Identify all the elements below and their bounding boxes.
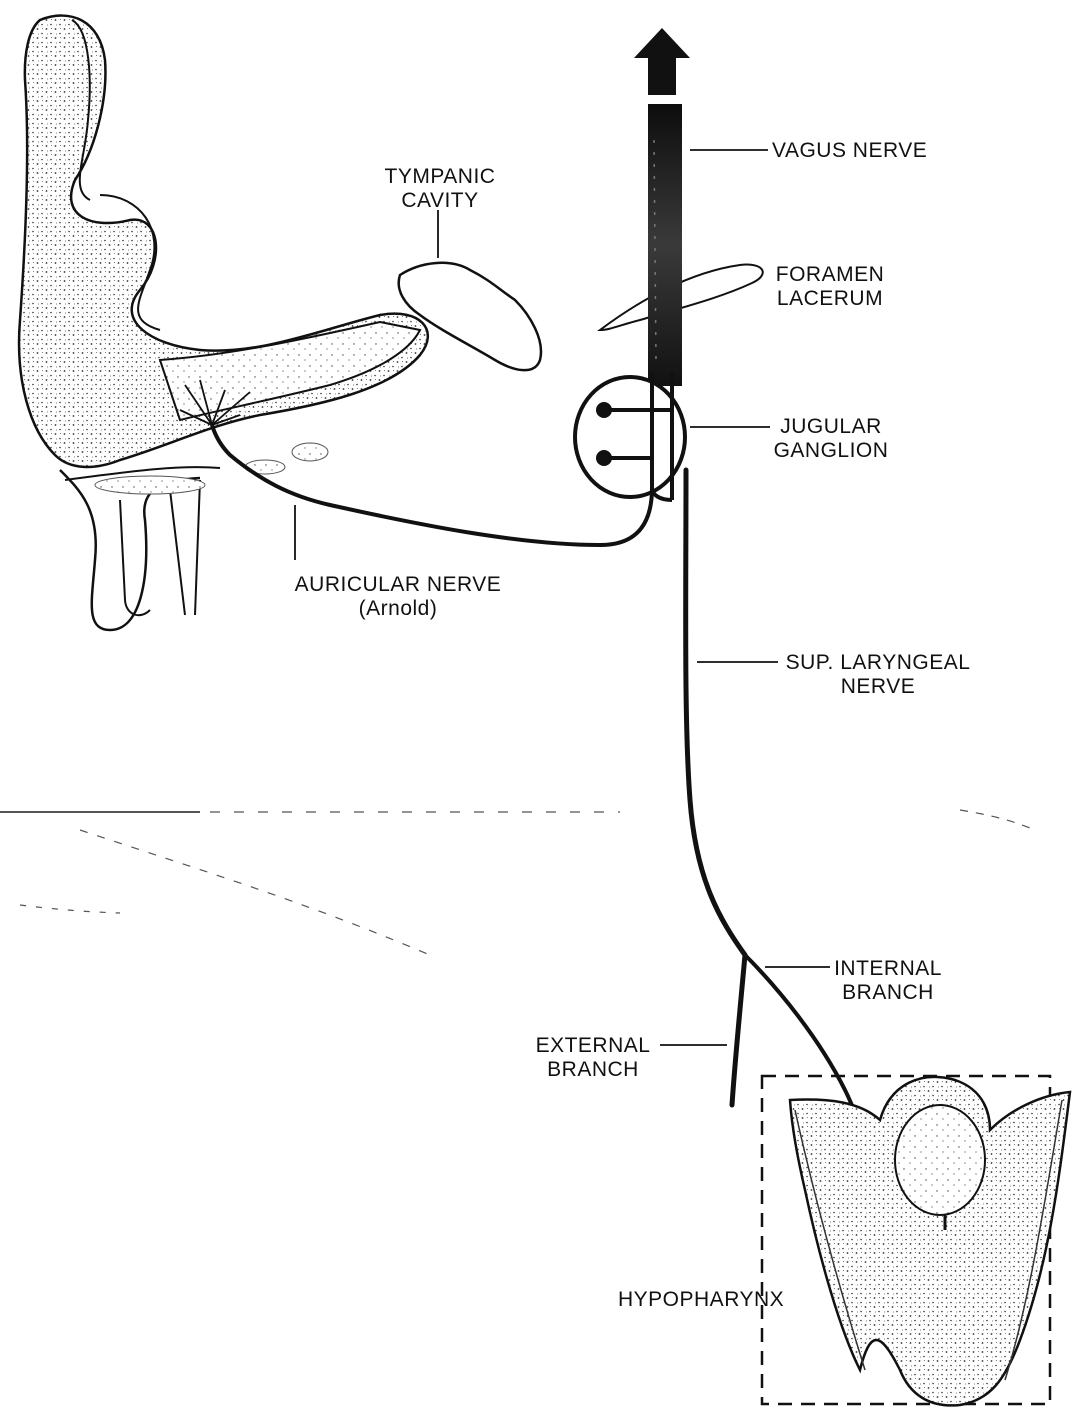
jugular-ganglion [575,372,685,500]
scan-artifacts [0,810,1030,955]
vagus-nerve-text: VAGUS NERVE [772,139,927,163]
jugular-ganglion-line-2: GANGLION [770,439,892,463]
label-auricular-nerve: AURICULAR NERVE (Arnold) [282,573,514,621]
foramen-lacerum-line-1: FORAMEN [770,263,890,287]
label-foramen-lacerum: FORAMEN LACERUM [770,263,890,311]
sup-laryngeal-line-2: NERVE [780,675,976,699]
label-tympanic-cavity: TYMPANIC CAVITY [380,165,500,213]
label-jugular-ganglion: JUGULAR GANGLION [770,415,892,463]
tympanic-cavity-line-1: TYMPANIC [380,165,500,189]
sup-laryngeal-line-1: SUP. LARYNGEAL [780,651,976,675]
internal-branch-line-2: BRANCH [828,981,948,1005]
label-sup-laryngeal-nerve: SUP. LARYNGEAL NERVE [780,651,976,699]
tympanic-cavity-line-2: CAVITY [380,189,500,213]
external-branch-line-1: EXTERNAL [528,1034,658,1058]
hypopharynx-drawing [762,1076,1070,1405]
label-hypopharynx: HYPOPHARYNX [618,1288,784,1312]
vagus-nerve-trunk [634,28,690,386]
hypopharynx-text: HYPOPHARYNX [618,1288,784,1312]
jugular-ganglion-line-1: JUGULAR [770,415,892,439]
foramen-lacerum-line-2: LACERUM [770,287,890,311]
auricular-nerve-line-2: (Arnold) [282,597,514,621]
auricle-drawing [19,16,428,630]
external-branch-line-2: BRANCH [528,1058,658,1082]
label-vagus-nerve: VAGUS NERVE [772,139,927,163]
label-internal-branch: INTERNAL BRANCH [828,957,948,1005]
label-external-branch: EXTERNAL BRANCH [528,1034,658,1082]
internal-branch-line-1: INTERNAL [828,957,948,981]
auricular-nerve-line-1: AURICULAR NERVE [282,573,514,597]
